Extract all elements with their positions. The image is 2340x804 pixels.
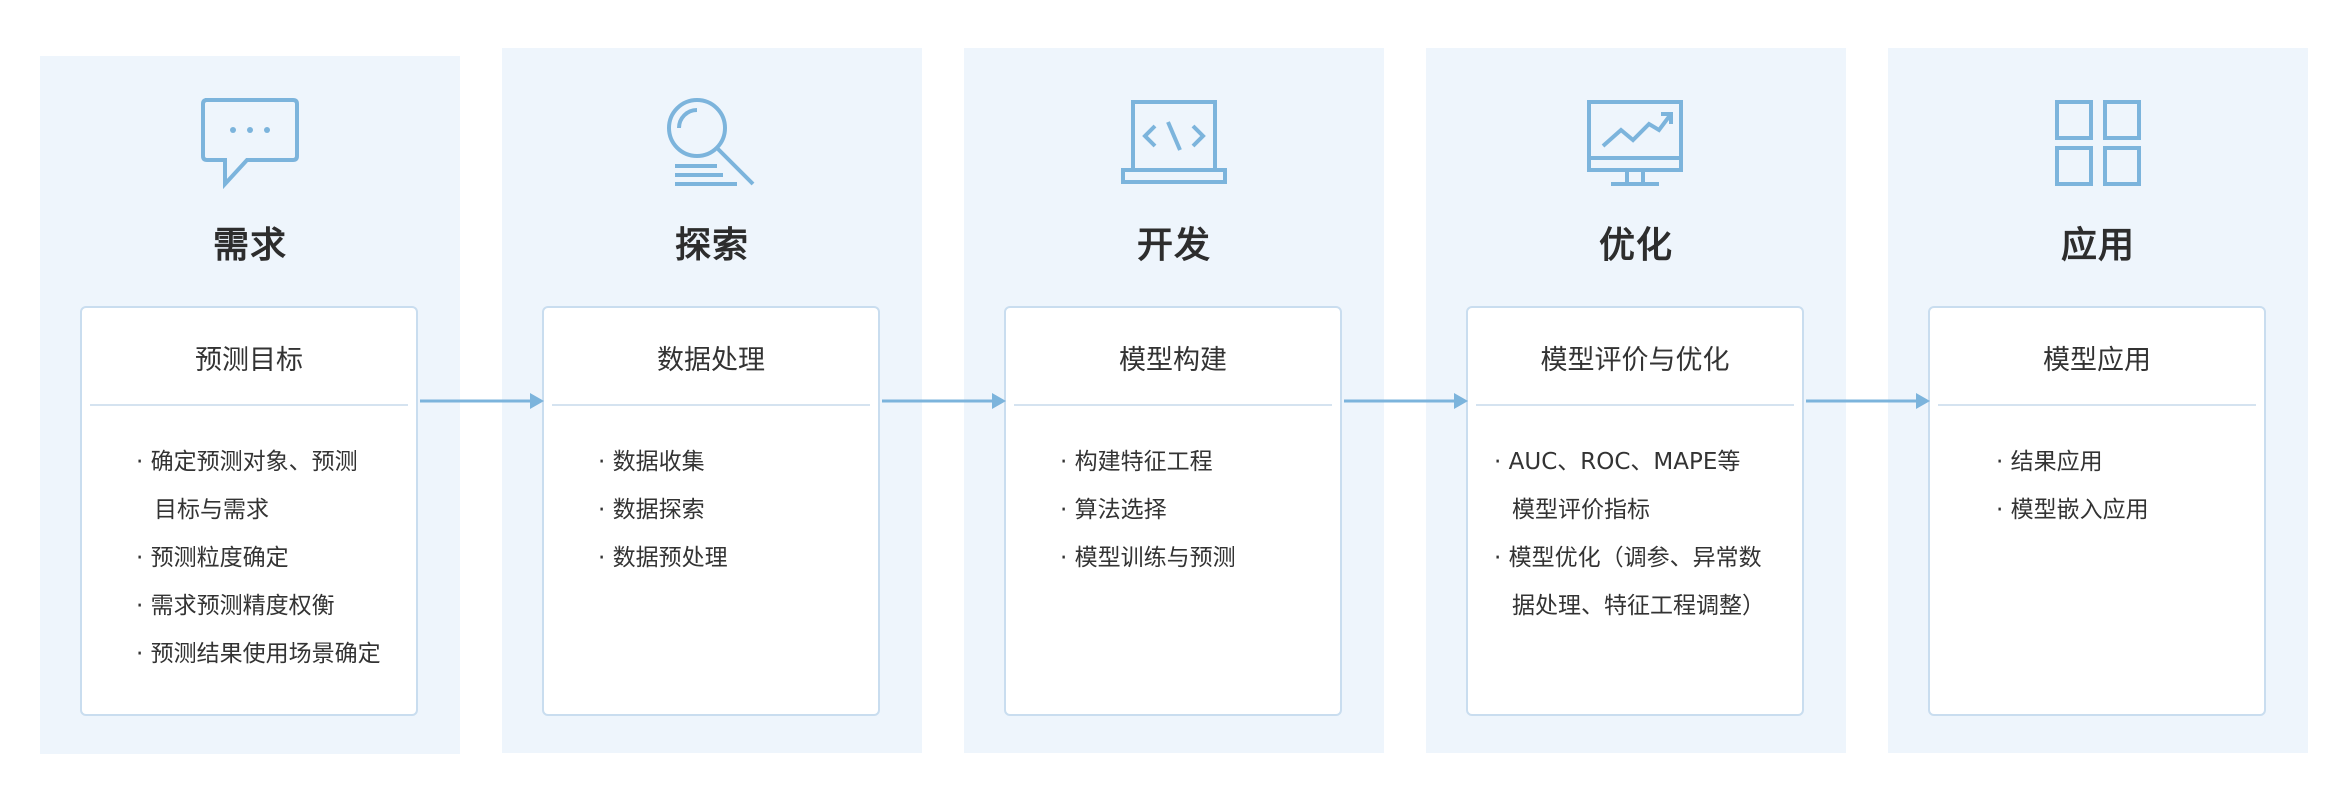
code-laptop-icon	[1119, 92, 1229, 202]
stage-card: 数据处理 · 数据收集 · 数据探索 · 数据预处理	[542, 306, 880, 716]
bullet-item: · 构建特征工程	[1060, 449, 1213, 475]
card-divider	[1014, 404, 1332, 406]
stage-title: 应用	[2060, 225, 2135, 266]
connector-arrow	[420, 392, 544, 410]
stage-card: 模型应用 · 结果应用 · 模型嵌入应用	[1928, 306, 2266, 716]
stage-title: 需求	[212, 225, 287, 266]
connector-arrow	[1344, 392, 1468, 410]
bullet-list: · 构建特征工程 · 算法选择 · 模型训练与预测	[1060, 438, 1330, 582]
stage-card: 预测目标 · 确定预测对象、预测 目标与需求 · 预测粒度确定 · 需求预测精度…	[80, 306, 418, 716]
card-title: 模型构建	[1119, 345, 1227, 376]
bullet-list: · AUC、ROC、MAPE等 模型评价指标 · 模型优化（调参、异常数 据处理…	[1494, 438, 1782, 630]
chat-bubble-icon	[195, 92, 305, 202]
bullet-item: · AUC、ROC、MAPE等 模型评价指标	[1494, 449, 1741, 523]
stage-card: 模型评价与优化 · AUC、ROC、MAPE等 模型评价指标 · 模型优化（调参…	[1466, 306, 1804, 716]
card-title: 预测目标	[195, 345, 303, 376]
bullet-item: · 预测粒度确定	[136, 545, 289, 571]
card-divider	[1476, 404, 1794, 406]
magnifier-icon	[657, 92, 767, 202]
stage-optimize: 优化 模型评价与优化 · AUC、ROC、MAPE等 模型评价指标 · 模型优化…	[1426, 48, 1846, 753]
card-divider	[1938, 404, 2256, 406]
bullet-item: · 数据预处理	[598, 545, 728, 571]
card-divider	[90, 404, 408, 406]
card-divider	[552, 404, 870, 406]
card-title: 数据处理	[657, 345, 765, 376]
stage-title: 探索	[674, 225, 749, 266]
stage-demand: 需求 预测目标 · 确定预测对象、预测 目标与需求 · 预测粒度确定 · 需求预…	[40, 56, 460, 754]
card-title: 模型评价与优化	[1540, 345, 1730, 376]
bullet-item: · 模型优化（调参、异常数 据处理、特征工程调整）	[1494, 545, 1765, 619]
bullet-list: · 结果应用 · 模型嵌入应用	[1996, 438, 2254, 534]
stage-explore: 探索 数据处理 · 数据收集 · 数据探索 · 数据预处理	[502, 48, 922, 753]
stage-develop: 开发 模型构建 · 构建特征工程 · 算法选择 · 模型训练与预测	[964, 48, 1384, 753]
stage-apply: 应用 模型应用 · 结果应用 · 模型嵌入应用	[1888, 48, 2308, 753]
stage-title: 开发	[1136, 225, 1211, 266]
bullet-item: · 结果应用	[1996, 449, 2103, 475]
connector-arrow	[882, 392, 1006, 410]
stage-title: 优化	[1598, 225, 1673, 266]
bullet-item: · 算法选择	[1060, 497, 1167, 523]
bullet-item: · 确定预测对象、预测 目标与需求	[136, 449, 358, 523]
monitor-chart-icon	[1581, 92, 1691, 202]
bullet-item: · 数据探索	[598, 497, 705, 523]
bullet-item: · 预测结果使用场景确定	[136, 641, 381, 667]
bullet-list: · 数据收集 · 数据探索 · 数据预处理	[598, 438, 868, 582]
bullet-item: · 数据收集	[598, 449, 705, 475]
stage-card: 模型构建 · 构建特征工程 · 算法选择 · 模型训练与预测	[1004, 306, 1342, 716]
grid-apps-icon	[2043, 92, 2153, 202]
bullet-item: · 模型训练与预测	[1060, 545, 1236, 571]
connector-arrow	[1806, 392, 1930, 410]
bullet-list: · 确定预测对象、预测 目标与需求 · 预测粒度确定 · 需求预测精度权衡 · …	[136, 438, 406, 678]
bullet-item: · 需求预测精度权衡	[136, 593, 335, 619]
bullet-item: · 模型嵌入应用	[1996, 497, 2149, 523]
card-title: 模型应用	[2043, 345, 2151, 376]
